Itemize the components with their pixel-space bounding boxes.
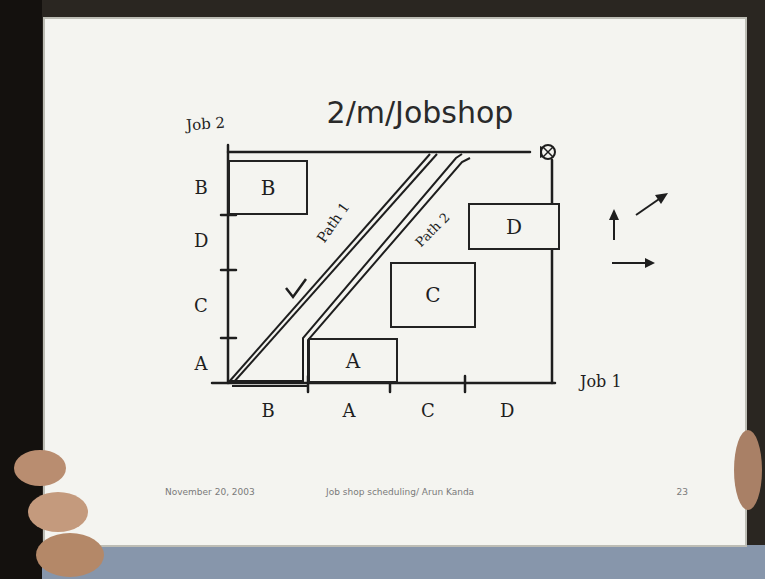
axis-segment: B: [195, 178, 208, 198]
box-label: C: [425, 283, 440, 307]
footer-date: November 20, 2003: [165, 488, 255, 498]
axis-segment: C: [421, 401, 435, 421]
obstacle-box: B: [228, 160, 308, 215]
axis-segment: B: [262, 401, 275, 421]
axis-segment: D: [194, 231, 208, 251]
axis-segment: A: [195, 354, 208, 374]
axis-title: Job 1: [580, 373, 622, 391]
obstacle-box: A: [308, 338, 398, 383]
path-label: Path 1: [314, 199, 352, 245]
path-label: Path 2: [413, 210, 453, 250]
axis-segment: C: [194, 296, 208, 316]
axis-segment: A: [343, 401, 356, 421]
footer-text: Job shop scheduling/ Arun Kanda: [326, 488, 474, 498]
box-label: A: [346, 349, 360, 373]
axis-title: Job 2: [185, 114, 225, 133]
slide-title: 2/m/Jobshop: [327, 96, 514, 129]
axis-segment: D: [500, 401, 514, 421]
obstacle-box: D: [468, 203, 560, 250]
box-label: B: [261, 176, 276, 200]
box-label: D: [506, 215, 522, 239]
obstacle-box: C: [390, 262, 476, 328]
page-number: 23: [677, 488, 688, 498]
